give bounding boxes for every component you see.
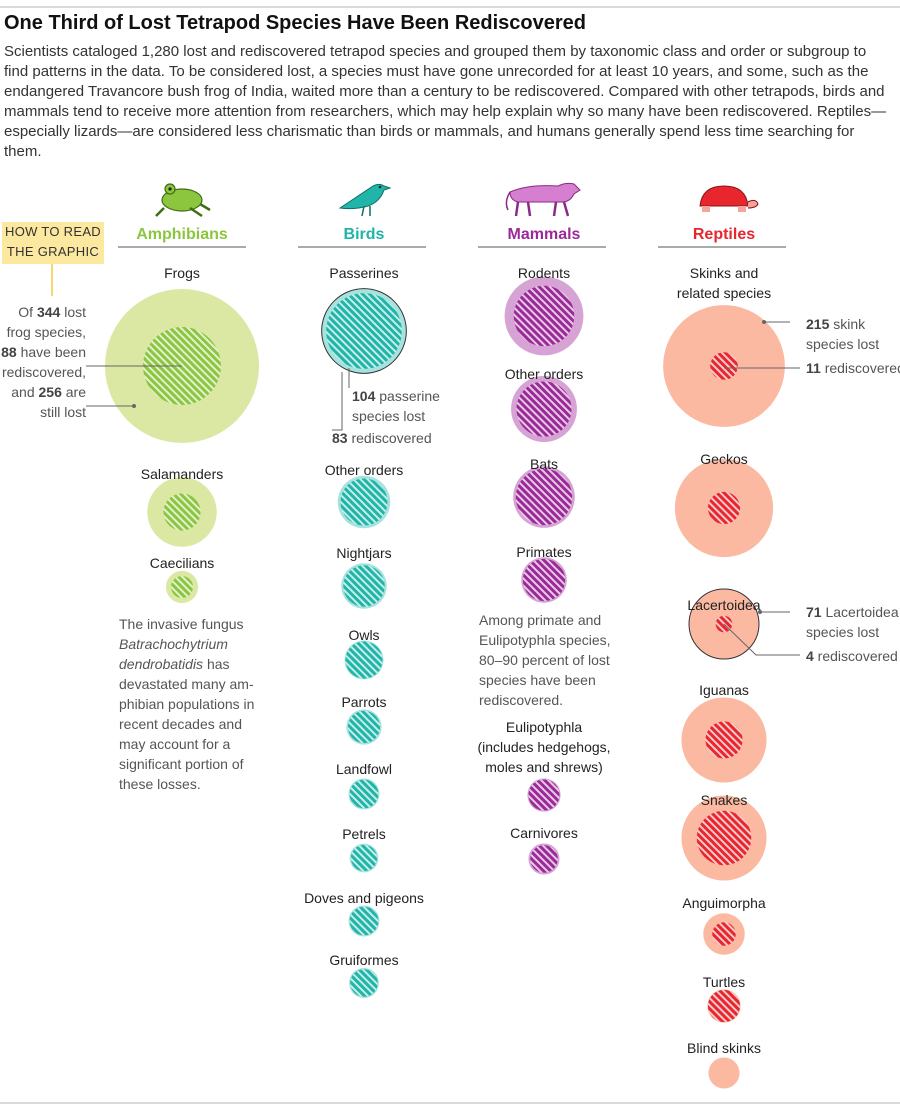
group-label-reptiles-anguimorpha: Anguimorpha [682, 895, 765, 911]
class-heading-amphibians: Amphibians [136, 226, 228, 243]
page-title: One Third of Lost Tetrapod Species Have … [4, 12, 587, 34]
how-to-read-line-2: THE GRAPHIC [6, 244, 100, 259]
group-label-reptiles-geckos: Geckos [700, 451, 747, 467]
bubble-rediscovered-mammals-eulipotyphla [528, 779, 560, 811]
group-label-birds-gruiformes: Gruiformes [329, 952, 398, 968]
annotation-skinks: 11 rediscovered [806, 360, 900, 376]
bubble-rediscovered-mammals-primates [522, 558, 566, 602]
intro-paragraph: Scientists cataloged 1,280 lost and redi… [4, 43, 887, 160]
bottom-rule [0, 1102, 900, 1104]
note-mammals: Eulipotyphla species, [479, 632, 611, 648]
class-heading-mammals: Mammals [508, 226, 581, 243]
annotation-frogs: still lost [40, 404, 86, 420]
bubble-rediscovered-mammals-rodents [513, 285, 575, 347]
leopard-icon [505, 182, 581, 217]
group-label-amphibians-salamanders: Salamanders [141, 466, 224, 482]
group-label-mammals-primates: Primates [516, 544, 571, 560]
annotation-frogs: rediscovered, [2, 364, 86, 380]
group-label-reptiles-skinks-and: Skinks and [690, 265, 758, 281]
bubble-rediscovered-reptiles-anguimorpha [712, 922, 736, 946]
top-rule [0, 6, 900, 8]
group-label-birds-other-orders: Other orders [325, 462, 404, 478]
class-heading-birds: Birds [344, 226, 385, 243]
group-label-mammals-other-orders: Other orders [505, 366, 584, 382]
note-amphibians: dendrobatidis has [119, 656, 230, 672]
group-label-birds-doves-and-pigeons: Doves and pigeons [304, 890, 424, 906]
group-label-birds-petrels: Petrels [342, 826, 386, 842]
note-amphibians: recent decades and [119, 716, 242, 732]
bubble-rediscovered-reptiles-geckos [707, 491, 741, 525]
how-to-read-line-1: HOW TO READ [5, 224, 101, 239]
note-mammals: rediscovered. [479, 692, 563, 708]
annotation-lacertoidea: 71 Lacertoidea [806, 604, 899, 620]
group-label-birds-landfowl: Landfowl [336, 761, 392, 777]
bubble-rediscovered-birds-passerines [326, 293, 402, 369]
annotation-passerines: 104 passerine [352, 388, 440, 404]
annotation-lacertoidea: species lost [806, 624, 879, 640]
frog-icon [155, 183, 211, 218]
class-heading-reptiles: Reptiles [693, 226, 755, 243]
bubble-lost-reptiles-blind-skinks [708, 1057, 740, 1089]
annotation-lacertoidea: 4 rediscovered [806, 648, 898, 664]
group-label-birds-nightjars: Nightjars [336, 545, 391, 561]
how-to-read-badge: HOW TO READ THE GRAPHIC [2, 222, 104, 264]
note-amphibians: The invasive fungus [119, 616, 244, 632]
group-label-reptiles-blind-skinks: Blind skinks [687, 1040, 761, 1056]
group-label-mammals-rodents: Rodents [518, 265, 570, 281]
bubble-rediscovered-birds-other-orders [340, 478, 388, 526]
annotation-frogs: and 256 are [11, 384, 86, 400]
note-amphibians: these losses. [119, 776, 201, 792]
bubble-rediscovered-birds-gruiformes [350, 969, 378, 997]
annotation-skinks: 215 skink [806, 316, 866, 332]
annotation-passerines: 83 rediscovered [332, 430, 432, 446]
group-label-reptiles-snakes: Snakes [701, 792, 748, 808]
bubble-rediscovered-amphibians-salamanders [163, 493, 201, 531]
note-amphibians: significant portion of [119, 756, 244, 772]
bubble-rediscovered-amphibians-caecilians [171, 576, 193, 598]
group-label-mammals-eulipotyphla: moles and shrews) [485, 759, 603, 775]
annotation-frogs: frog species, [7, 324, 86, 340]
bubble-rediscovered-reptiles-iguanas [705, 721, 743, 759]
annotation-frogs: 88 have been [1, 344, 86, 360]
bubble-rediscovered-reptiles-turtles [707, 989, 741, 1023]
group-label-mammals-carnivores: Carnivores [510, 825, 578, 841]
group-label-mammals-eulipotyphla: Eulipotyphla [506, 719, 582, 735]
annotation-leaders [86, 320, 800, 656]
group-label-reptiles-turtles: Turtles [703, 974, 745, 990]
turtle-icon [699, 185, 759, 212]
annotation-frogs: Of 344 lost [18, 304, 86, 320]
group-label-mammals-bats: Bats [530, 456, 558, 472]
bubble-rediscovered-birds-landfowl [349, 779, 379, 809]
bubble-rediscovered-birds-doves-and-pigeons [349, 906, 379, 936]
note-amphibians: may account for a [119, 736, 230, 752]
bubble-rediscovered-reptiles-skinks-and [710, 352, 738, 380]
bird-icon [338, 183, 392, 217]
group-label-reptiles-skinks-and: related species [677, 285, 771, 301]
group-label-birds-parrots: Parrots [341, 694, 386, 710]
bubble-rediscovered-mammals-bats [515, 468, 573, 526]
note-mammals: species have been [479, 672, 596, 688]
bubble-rediscovered-birds-owls [345, 641, 383, 679]
note-mammals: 80–90 percent of lost [479, 652, 610, 668]
bubble-rediscovered-birds-petrels [350, 844, 378, 872]
group-label-reptiles-lacertoidea: Lacertoidea [687, 597, 760, 613]
note-amphibians: devastated many am- [119, 676, 254, 692]
group-label-reptiles-iguanas: Iguanas [699, 682, 749, 698]
bubble-rediscovered-birds-parrots [347, 710, 381, 744]
bubble-rediscovered-reptiles-snakes [696, 810, 752, 866]
bubble-rediscovered-birds-nightjars [343, 565, 385, 607]
group-label-amphibians-caecilians: Caecilians [150, 555, 215, 571]
note-amphibians: Batrachochytrium [119, 636, 228, 652]
group-label-mammals-eulipotyphla: (includes hedgehogs, [477, 739, 610, 755]
annotation-skinks: species lost [806, 336, 879, 352]
group-label-amphibians-frogs: Frogs [164, 265, 200, 281]
group-label-birds-owls: Owls [348, 627, 379, 643]
annotation-passerines: species lost [352, 408, 425, 424]
bubble-rediscovered-mammals-other-orders [516, 381, 572, 437]
bubble-rediscovered-mammals-carnivores [530, 845, 558, 873]
note-amphibians: phibian populations in [119, 696, 254, 712]
note-mammals: Among primate and [479, 612, 601, 628]
group-label-birds-passerines: Passerines [329, 265, 398, 281]
